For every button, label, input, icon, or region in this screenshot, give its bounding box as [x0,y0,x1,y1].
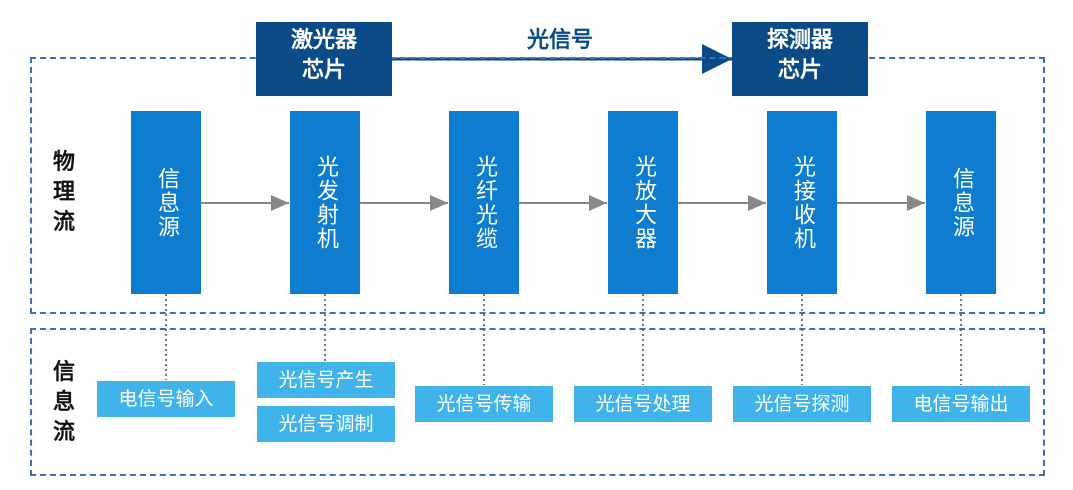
block-optical-transmitter: 光发射机 [290,111,360,294]
info-electrical-input: 电信号输入 [97,381,235,417]
information-flow-label: 信 息 流 [52,360,75,445]
info-optical-processing: 光信号处理 [574,386,712,422]
block-optical-amplifier: 光放大器 [608,111,678,294]
block-label: 光放大器 [631,154,656,251]
block-label: 光纤光缆 [472,154,497,251]
physical-flow-region [30,57,1045,314]
info-optical-detection: 光信号探测 [733,386,871,422]
info-optical-generation: 光信号产生 [257,362,395,398]
block-label: 信息源 [949,166,974,239]
block-label: 光接收机 [790,154,815,251]
info-optical-modulation: 光信号调制 [257,406,395,442]
block-optical-fiber-cable: 光纤光缆 [449,111,519,294]
info-optical-transmission: 光信号传输 [415,386,553,422]
detector-chip-box: 探测器 芯片 [732,22,868,96]
block-label: 信息源 [154,166,179,239]
information-flow-region [30,328,1045,476]
block-optical-receiver: 光接收机 [767,111,837,294]
optical-signal-label: 光信号 [526,28,593,53]
block-info-source: 信息源 [131,111,201,294]
physical-flow-label: 物 理 流 [52,150,75,235]
laser-chip-box: 激光器 芯片 [256,22,392,96]
block-label: 光发射机 [313,154,338,251]
block-info-sink: 信息源 [926,111,996,294]
info-electrical-output: 电信号输出 [892,386,1030,422]
